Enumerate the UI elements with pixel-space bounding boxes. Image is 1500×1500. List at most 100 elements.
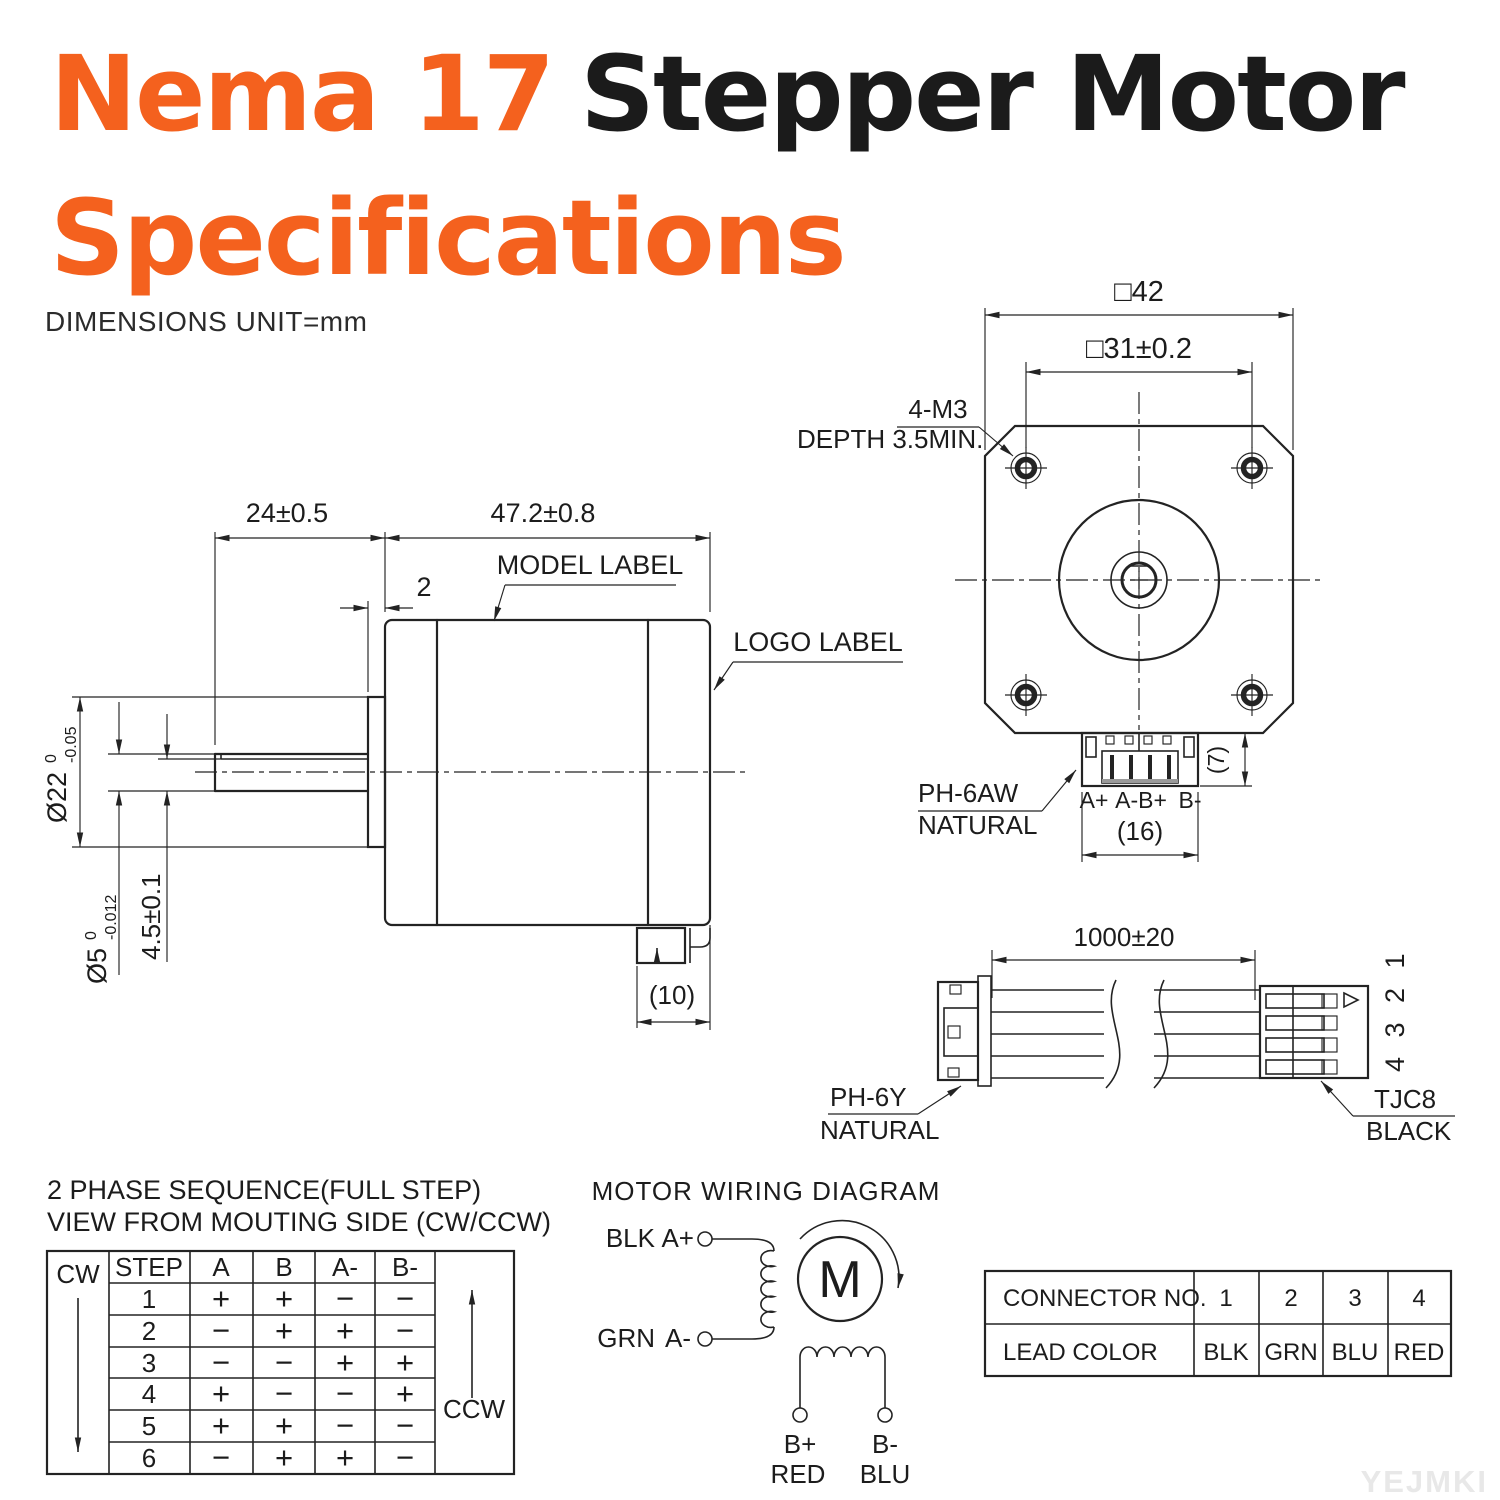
table-cell: + <box>275 1440 293 1475</box>
dim-frame-size: □42 <box>1114 276 1164 308</box>
page-title-line2: Specifications <box>50 177 847 299</box>
dim-body-length: 47.2±0.8 <box>491 498 596 528</box>
col-header-b: B <box>275 1252 292 1282</box>
table-cell: + <box>212 1281 230 1316</box>
logo-label: LOGO LABEL <box>733 627 903 657</box>
dim-hole-spacing: □31±0.2 <box>1086 333 1192 365</box>
table-cell: + <box>212 1376 230 1411</box>
model-label: MODEL LABEL <box>497 550 684 580</box>
wire-color-blk: BLK <box>606 1223 656 1253</box>
table-cell: − <box>212 1440 230 1475</box>
connector-no-1: 1 <box>1219 1285 1232 1312</box>
motor-symbol: M <box>818 1251 861 1309</box>
connector-no-3: 3 <box>1348 1285 1361 1312</box>
table-cell: − <box>396 1408 414 1443</box>
table-cell: − <box>275 1376 293 1411</box>
lead-color-4: RED <box>1394 1339 1445 1366</box>
phase-table-title-line2: VIEW FROM MOUTING SIDE (CW/CCW) <box>47 1207 551 1237</box>
wiring-title: MOTOR WIRING DIAGRAM <box>592 1176 941 1206</box>
cw-label: CW <box>56 1259 100 1289</box>
table-cell: 1 <box>142 1284 156 1314</box>
table-cell: + <box>336 1345 354 1380</box>
lead-color-3: BLU <box>1332 1339 1379 1366</box>
connector-no-4: 4 <box>1412 1285 1425 1312</box>
terminal-b-plus: B+ <box>784 1429 817 1459</box>
table-cell: + <box>396 1376 414 1411</box>
row-label-lead-color: LEAD COLOR <box>1003 1339 1158 1366</box>
table-cell: − <box>212 1345 230 1380</box>
terminal-b-minus: B- <box>872 1429 898 1459</box>
lead-color-table: CONNECTOR NO. 1 2 3 4 LEAD COLOR BLK GRN… <box>983 1269 1453 1378</box>
dim-connector-height: (7) <box>1203 746 1229 774</box>
cable-wires <box>991 979 1260 1089</box>
table-cell: − <box>336 1281 354 1316</box>
col-header-a-minus: A- <box>332 1252 358 1282</box>
table-cell: − <box>336 1376 354 1411</box>
table-cell: 6 <box>142 1443 156 1473</box>
motor-wiring-diagram: MOTOR WIRING DIAGRAM BLK A+ GRN A- M B+ … <box>592 1176 941 1489</box>
title-accent: Nema 17 <box>50 33 555 155</box>
screw-note-line1: 4-M3 <box>908 394 967 424</box>
dim-boss-thickness: 2 <box>416 572 431 602</box>
col-header-b-minus: B- <box>392 1252 418 1282</box>
watermark: YEJMKI <box>1361 1464 1488 1499</box>
title-dark: Stepper Motor <box>580 33 1405 155</box>
phase-table-title-line1: 2 PHASE SEQUENCE(FULL STEP) <box>47 1175 481 1205</box>
screw-note-line2: DEPTH 3.5MIN. <box>797 424 983 454</box>
dim-connector-width: (16) <box>1117 816 1163 846</box>
dim-flat: 4.5±0.1 <box>136 873 166 960</box>
table-cell: + <box>275 1408 293 1443</box>
dim-cable-length: 1000±20 <box>1073 922 1174 952</box>
table-cell: − <box>396 1313 414 1348</box>
front-view-drawing: □42 □31±0.2 4-M3 DEPTH 3.5MIN. <box>797 276 1323 862</box>
terminal-a-minus: A- <box>665 1323 691 1353</box>
connector-no-2: 2 <box>1284 1285 1297 1312</box>
cable-left-connector <box>936 975 992 1087</box>
table-cell: − <box>396 1440 414 1475</box>
row-label-connector-no: CONNECTOR NO. <box>1003 1285 1207 1312</box>
lead-color-1: BLK <box>1203 1339 1248 1366</box>
wire-color-grn: GRN <box>597 1323 655 1353</box>
wire-color-red: RED <box>771 1459 826 1489</box>
table-cell: + <box>336 1440 354 1475</box>
ccw-label: CCW <box>443 1394 506 1424</box>
mounting-holes <box>1005 447 1273 716</box>
cable-drawing: 1000±20 <box>820 922 1455 1146</box>
table-cell: + <box>212 1408 230 1443</box>
cable-left-label-line1: PH-6Y <box>830 1082 907 1112</box>
phase-sequence-table: 2 PHASE SEQUENCE(FULL STEP) VIEW FROM MO… <box>45 1175 551 1476</box>
motor-connector <box>1080 731 1200 788</box>
table-cell: + <box>275 1281 293 1316</box>
lead-color-2: GRN <box>1264 1339 1317 1366</box>
cable-left-label-line2: NATURAL <box>820 1115 939 1145</box>
table-cell: + <box>396 1345 414 1380</box>
col-header-a: A <box>212 1252 230 1282</box>
wire-color-blu: BLU <box>860 1459 911 1489</box>
pin-label-b-minus: B- <box>1179 787 1202 813</box>
table-cell: 4 <box>142 1379 156 1409</box>
col-header-step: STEP <box>115 1252 183 1282</box>
cable-pin-numbers: 4 3 2 1 <box>1380 947 1410 1072</box>
cable-right-connector <box>1258 984 1370 1080</box>
pin-label-ab: A-B+ <box>1115 787 1167 813</box>
cable-right-label-line2: BLACK <box>1366 1116 1452 1146</box>
table-cell: + <box>275 1313 293 1348</box>
table-cell: 2 <box>142 1316 156 1346</box>
connector-label-line2: NATURAL <box>918 810 1037 840</box>
cable-right-label-line1: TJC8 <box>1374 1084 1436 1114</box>
dim-shaft-length: 24±0.5 <box>246 498 328 528</box>
connector-label-line1: PH-6AW <box>918 778 1019 808</box>
table-cell: − <box>336 1408 354 1443</box>
table-cell: 5 <box>142 1411 156 1441</box>
dim-side-connector-width: (10) <box>649 980 695 1010</box>
table-cell: 3 <box>142 1348 156 1378</box>
units-note: DIMENSIONS UNIT=mm <box>45 306 368 337</box>
dim-boss-diameter: Ø220-0.05 <box>42 726 80 823</box>
table-cell: − <box>396 1281 414 1316</box>
table-cell: − <box>275 1345 293 1380</box>
table-cell: − <box>212 1313 230 1348</box>
pin-label-a-plus: A+ <box>1080 787 1109 813</box>
